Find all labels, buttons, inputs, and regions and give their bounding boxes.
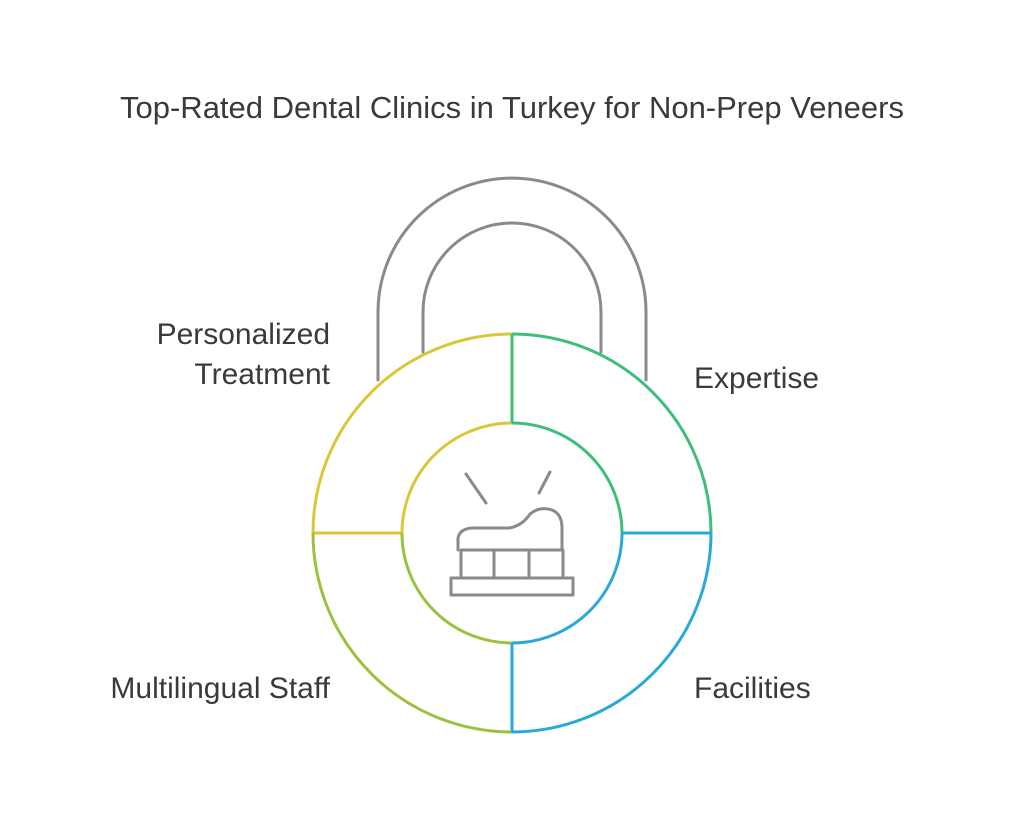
quadrant-expertise-inner <box>511 421 624 534</box>
diagram-title: Top-Rated Dental Clinics in Turkey for N… <box>120 90 904 125</box>
padlock-shackle <box>376 176 648 382</box>
dental-veneer-icon <box>449 470 575 597</box>
shackle-inner <box>421 221 603 354</box>
quadrant-multilingual-outer <box>311 532 513 734</box>
label-multilingual-staff: Multilingual Staff <box>110 672 330 705</box>
shackle-outer <box>376 176 648 382</box>
label-personalized-line-1: Personalized <box>156 318 330 351</box>
quadrant-facilities-inner <box>511 532 624 645</box>
quadrant-multilingual-inner <box>400 532 513 645</box>
quadrant-facilities-outer <box>511 532 713 734</box>
label-facilities: Facilities <box>694 672 811 705</box>
quadrant-expertise-outer <box>511 332 713 534</box>
quadrant-personalized-outer <box>311 332 513 534</box>
label-personalized-line-2: Treatment <box>194 358 330 391</box>
label-personalized-treatment: Personalized Treatment <box>60 315 330 395</box>
label-expertise: Expertise <box>694 362 820 395</box>
quadrant-personalized-inner <box>400 421 513 534</box>
